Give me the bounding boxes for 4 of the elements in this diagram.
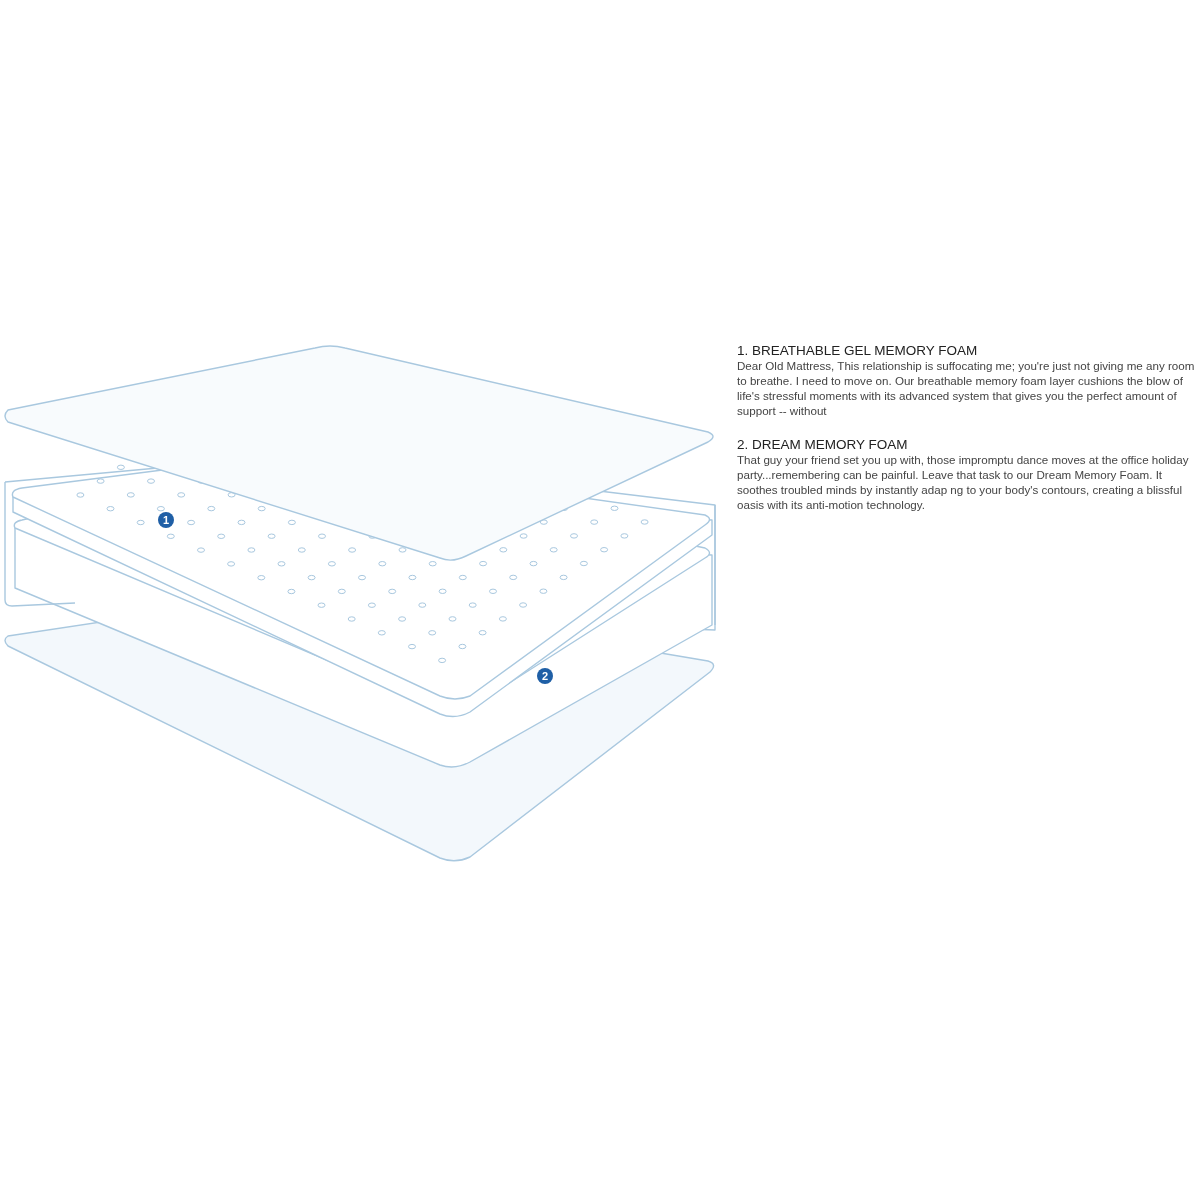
description-paragraph: That guy your friend set you up with, those impromptu dance moves at the office holiday party...remembering can be painful. Leave that task to our Dream Memory Foam. It soothes troubled minds by instantly adap ng to your body's contours, creating a blissful oasis with its anti-motion technology. — [737, 452, 1190, 512]
section-heading: 1. BREATHABLE GEL MEMORY FOAM — [737, 343, 978, 358]
section-heading: 2. DREAM MEMORY FOAM — [737, 437, 908, 452]
description-paragraph: Dear Old Mattress, This relationship is suffocating me; you're just not giving me any room to breathe. I need to move on. Our breathable memory foam layer cushions the blow of life's stressful moments with its advanced system that gives you the perfect amount of support -- without — [737, 358, 1196, 418]
